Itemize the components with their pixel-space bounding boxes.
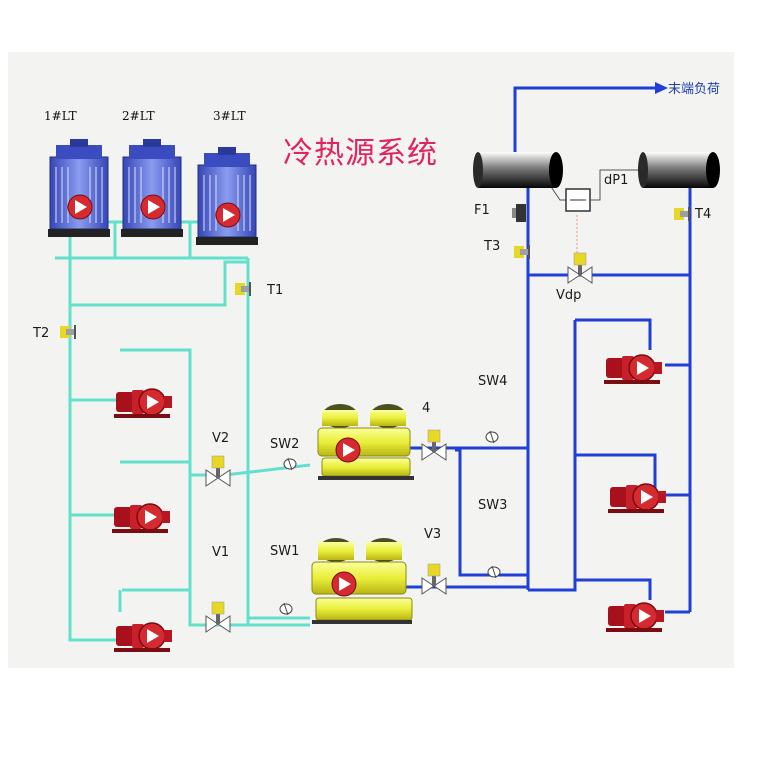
tower-label-3: 3#LT — [213, 109, 246, 123]
temp-sensor-t4 — [674, 207, 690, 221]
f1-label: F1 — [474, 203, 490, 218]
tower-label-2: 2#LT — [122, 109, 155, 123]
condenser-water-piping — [55, 220, 311, 642]
flow-meter-f1 — [512, 204, 526, 222]
condenser-pump-1 — [113, 388, 173, 419]
chiller-1 — [311, 538, 413, 624]
chilled-pump-2 — [607, 483, 667, 514]
flow-switch-sw3 — [487, 565, 501, 579]
v1-label: V1 — [212, 545, 229, 560]
t3-label: T3 — [483, 239, 500, 254]
v2-label: V2 — [212, 431, 229, 446]
dp1-label: dP1 — [604, 173, 628, 188]
valve-4 — [421, 429, 447, 461]
flow-switch-sw2 — [283, 457, 297, 471]
valve-vdp — [567, 252, 593, 284]
t2-label: T2 — [32, 326, 49, 341]
load-label: 末端负荷 — [668, 82, 720, 97]
cooling-tower-3 — [196, 147, 258, 245]
chilled-pump-3 — [605, 602, 665, 633]
sw4-label: SW4 — [478, 374, 507, 389]
condenser-pump-3 — [113, 622, 173, 653]
v3-label: V3 — [424, 527, 441, 542]
t4-label: T4 — [694, 207, 711, 222]
supply-header — [473, 152, 563, 188]
condenser-pump-2 — [111, 503, 171, 534]
cooling-tower-2 — [121, 139, 183, 237]
cooling-tower-1 — [48, 139, 110, 237]
valve-4-label: 4 — [422, 401, 430, 416]
flow-switch-sw4 — [485, 430, 499, 444]
valve-v3 — [421, 563, 447, 595]
valve-v2 — [205, 455, 231, 487]
sw2-label: SW2 — [270, 437, 299, 452]
flow-switch-sw1 — [279, 602, 293, 616]
temp-sensor-t2 — [60, 325, 76, 339]
vdp-label: Vdp — [556, 288, 581, 303]
sw1-label: SW1 — [270, 544, 299, 559]
chiller-2 — [317, 404, 414, 480]
tower-label-1: 1#LT — [44, 109, 77, 123]
sw3-label: SW3 — [478, 498, 507, 513]
return-header — [638, 152, 720, 188]
diagram-title: 冷热源系统 — [283, 136, 438, 171]
dp1-transmitter — [565, 188, 591, 212]
valve-v1 — [205, 601, 231, 633]
chilled-pump-1 — [603, 354, 663, 385]
t1-label: T1 — [266, 283, 283, 298]
